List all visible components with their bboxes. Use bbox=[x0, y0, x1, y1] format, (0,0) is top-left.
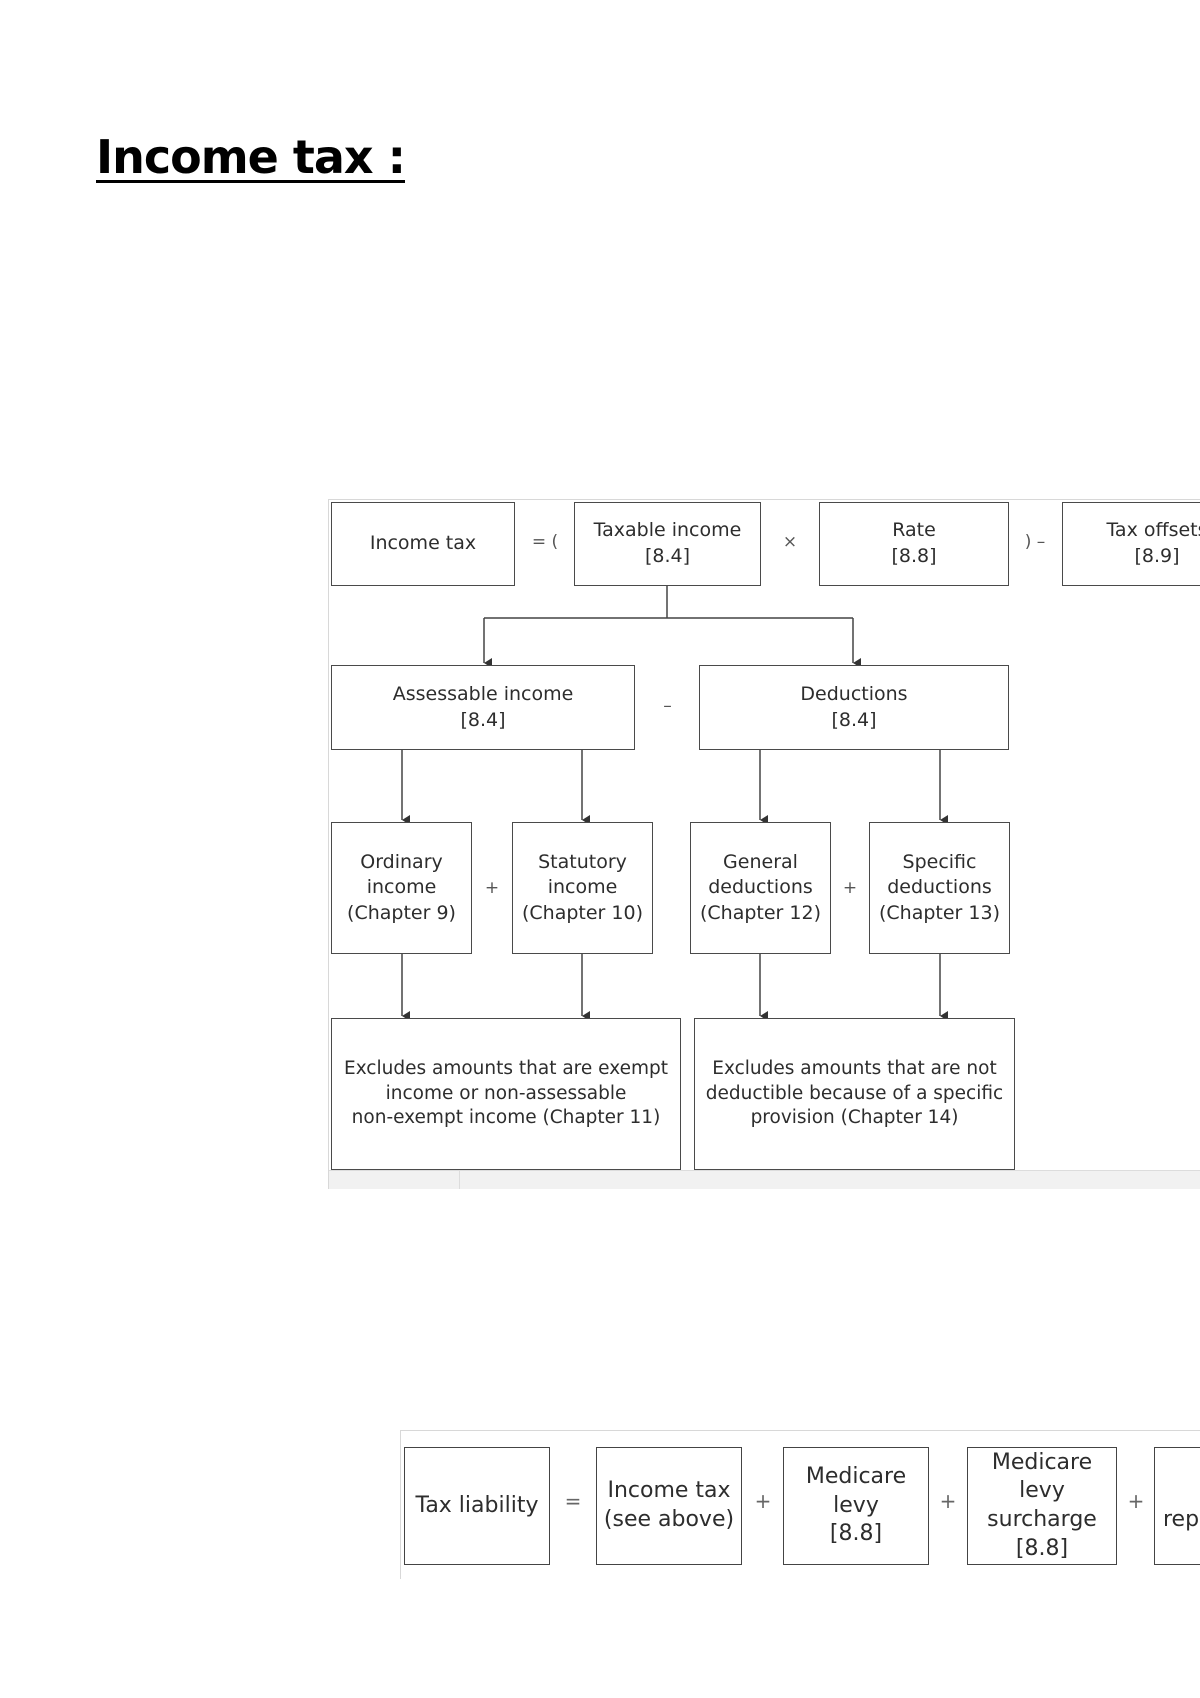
box-medicare-levy-surcharge: Medicare levy surcharge [8.8] bbox=[967, 1447, 1117, 1565]
operator-plus-2: + bbox=[939, 1489, 957, 1513]
box-excludes-exempt-income: Excludes amounts that are exempt income … bbox=[331, 1018, 681, 1170]
box-taxable-income: Taxable income [8.4] bbox=[574, 502, 761, 586]
box-excludes-exempt-income-label: Excludes amounts that are exempt income … bbox=[344, 1057, 668, 1129]
box-assessable-income-label: Assessable income [8.4] bbox=[392, 682, 574, 731]
box-taxable-income-label: Taxable income [8.4] bbox=[593, 519, 742, 567]
box-partial-cut-off: rep bbox=[1154, 1447, 1200, 1565]
box-rate: Rate [8.8] bbox=[819, 502, 1009, 586]
box-ordinary-income-label: Ordinary income (Chapter 9) bbox=[347, 850, 456, 924]
operator-plus-3: + bbox=[1127, 1489, 1145, 1513]
box-income-tax: Income tax bbox=[331, 502, 515, 586]
box-deductions-label: Deductions [8.4] bbox=[800, 682, 908, 731]
operator-equals-open: = ( bbox=[531, 532, 559, 552]
box-income-tax-see-above: Income tax (see above) bbox=[596, 1447, 742, 1565]
figure-bottom-strip bbox=[329, 1170, 1200, 1189]
box-tax-liability: Tax liability bbox=[404, 1447, 550, 1565]
box-tax-liability-label: Tax liability bbox=[415, 1492, 539, 1518]
box-rate-label: Rate [8.8] bbox=[891, 519, 937, 567]
box-specific-deductions: Specific deductions (Chapter 13) bbox=[869, 822, 1010, 954]
operator-equals: = bbox=[564, 1489, 582, 1513]
box-deductions: Deductions [8.4] bbox=[699, 665, 1009, 750]
box-income-tax-see-above-label: Income tax (see above) bbox=[603, 1478, 735, 1532]
tax-liability-diagram: Tax liability = Income tax (see above) +… bbox=[400, 1430, 1200, 1579]
box-medicare-levy-label: Medicare levy [8.8] bbox=[805, 1464, 907, 1547]
box-general-deductions: General deductions (Chapter 12) bbox=[690, 822, 831, 954]
page-title: Income tax : bbox=[96, 130, 406, 184]
operator-plus-1: + bbox=[754, 1489, 772, 1513]
diagram-connectors bbox=[401, 586, 948, 1021]
operator-times: × bbox=[782, 532, 798, 552]
box-tax-offsets: Tax offsets [8.9] bbox=[1062, 502, 1200, 586]
box-medicare-levy-surcharge-label: Medicare levy surcharge [8.8] bbox=[987, 1449, 1097, 1561]
box-tax-offsets-label: Tax offsets [8.9] bbox=[1106, 519, 1200, 567]
box-income-tax-label: Income tax bbox=[369, 532, 477, 555]
box-excludes-nondeductible-label: Excludes amounts that are not deductible… bbox=[705, 1057, 1004, 1129]
income-tax-diagram: Income tax = ( Taxable income [8.4] × Ra… bbox=[328, 499, 1200, 1189]
box-general-deductions-label: General deductions (Chapter 12) bbox=[699, 850, 821, 924]
box-ordinary-income: Ordinary income (Chapter 9) bbox=[331, 822, 472, 954]
operator-plus-deductions: + bbox=[842, 878, 858, 898]
box-assessable-income: Assessable income [8.4] bbox=[331, 665, 635, 750]
operator-close-minus: ) – bbox=[1024, 532, 1046, 552]
operator-plus-income: + bbox=[484, 878, 500, 898]
box-excludes-nondeductible: Excludes amounts that are not deductible… bbox=[694, 1018, 1015, 1170]
box-specific-deductions-label: Specific deductions (Chapter 13) bbox=[878, 850, 1000, 924]
box-statutory-income-label: Statutory income (Chapter 10) bbox=[521, 850, 643, 924]
box-statutory-income: Statutory income (Chapter 10) bbox=[512, 822, 653, 954]
box-partial-cut-off-label: rep bbox=[1163, 1507, 1200, 1532]
box-medicare-levy: Medicare levy [8.8] bbox=[783, 1447, 929, 1565]
operator-minus: – bbox=[663, 696, 672, 716]
